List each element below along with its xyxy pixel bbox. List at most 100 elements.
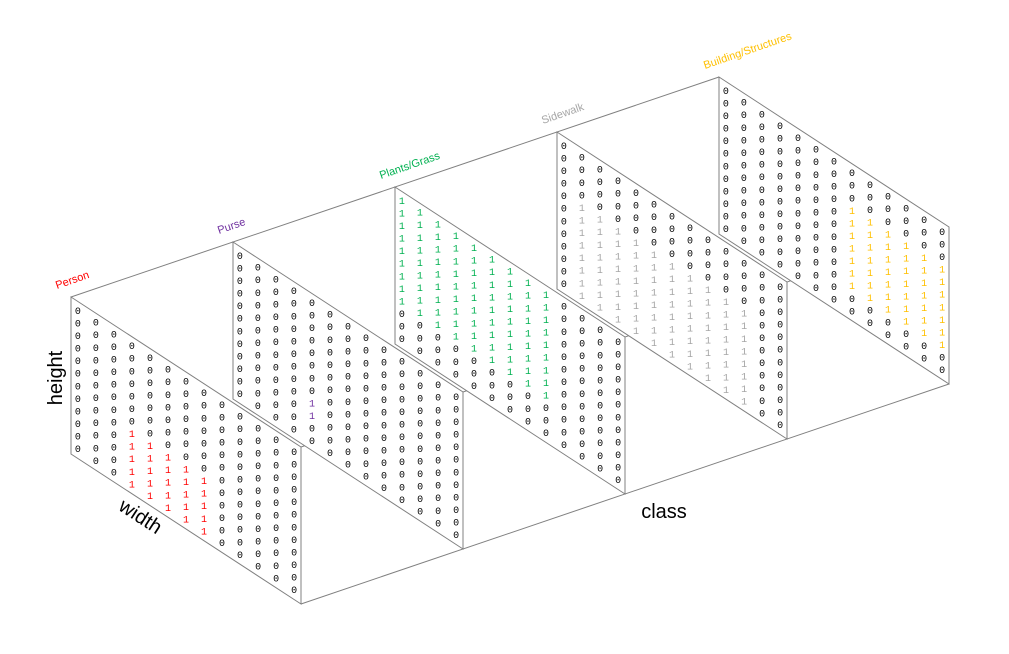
class-panel: 0000000000000000000000000000000000000000… xyxy=(232,241,464,550)
mask-one: 1 xyxy=(147,492,153,503)
mask-zero: 0 xyxy=(741,297,747,308)
mask-zero: 0 xyxy=(813,234,819,245)
mask-one: 1 xyxy=(147,442,153,453)
panel-plane xyxy=(232,241,464,550)
mask-zero: 0 xyxy=(183,377,189,388)
mask-zero: 0 xyxy=(381,384,387,395)
mask-zero: 0 xyxy=(777,346,783,357)
mask-one: 1 xyxy=(417,246,423,257)
mask-zero: 0 xyxy=(435,494,441,505)
mask-zero: 0 xyxy=(453,345,459,356)
mask-one: 1 xyxy=(543,366,549,377)
mask-zero: 0 xyxy=(219,439,225,450)
mask-one: 1 xyxy=(867,281,873,292)
mask-zero: 0 xyxy=(147,429,153,440)
mask-zero: 0 xyxy=(201,402,207,413)
mask-zero: 0 xyxy=(201,439,207,450)
mask-zero: 0 xyxy=(813,158,819,169)
mask-zero: 0 xyxy=(471,357,477,368)
mask-one: 1 xyxy=(525,380,531,391)
mask-one: 1 xyxy=(579,254,585,265)
mask-zero: 0 xyxy=(327,449,333,460)
mask-zero: 0 xyxy=(849,307,855,318)
mask-zero: 0 xyxy=(183,440,189,451)
mask-zero: 0 xyxy=(291,375,297,386)
mask-zero: 0 xyxy=(453,443,459,454)
mask-one: 1 xyxy=(489,344,495,355)
mask-zero: 0 xyxy=(327,436,333,447)
mask-one: 1 xyxy=(615,253,621,264)
mask-zero: 0 xyxy=(345,348,351,359)
mask-one: 1 xyxy=(543,379,549,390)
mask-zero: 0 xyxy=(561,416,567,427)
mask-zero: 0 xyxy=(777,122,783,133)
mask-zero: 0 xyxy=(363,410,369,421)
mask-zero: 0 xyxy=(813,221,819,232)
mask-zero: 0 xyxy=(93,331,99,342)
mask-one: 1 xyxy=(435,258,441,269)
mask-zero: 0 xyxy=(777,172,783,183)
mask-one: 1 xyxy=(669,326,675,337)
mask-one: 1 xyxy=(201,502,207,513)
mask-zero: 0 xyxy=(219,539,225,550)
mask-one: 1 xyxy=(471,257,477,268)
mask-zero: 0 xyxy=(399,433,405,444)
mask-one: 1 xyxy=(525,329,531,340)
mask-one: 1 xyxy=(921,304,927,315)
mask-zero: 0 xyxy=(75,420,81,431)
mask-zero: 0 xyxy=(795,260,801,271)
mask-zero: 0 xyxy=(597,326,603,337)
mask-zero: 0 xyxy=(273,562,279,573)
mask-one: 1 xyxy=(849,257,855,268)
mask-zero: 0 xyxy=(219,501,225,512)
mask-one: 1 xyxy=(921,266,927,277)
mask-zero: 0 xyxy=(237,551,243,562)
mask-zero: 0 xyxy=(255,550,261,561)
mask-one: 1 xyxy=(669,313,675,324)
mask-zero: 0 xyxy=(687,224,693,235)
mask-zero: 0 xyxy=(435,444,441,455)
mask-zero: 0 xyxy=(921,229,927,240)
mask-zero: 0 xyxy=(93,419,99,430)
mask-one: 1 xyxy=(507,355,513,366)
mask-zero: 0 xyxy=(129,405,135,416)
mask-zero: 0 xyxy=(579,327,585,338)
mask-zero: 0 xyxy=(327,348,333,359)
mask-one: 1 xyxy=(183,516,189,527)
mask-zero: 0 xyxy=(183,453,189,464)
mask-zero: 0 xyxy=(759,284,765,295)
mask-zero: 0 xyxy=(795,272,801,283)
mask-one: 1 xyxy=(147,480,153,491)
mask-one: 1 xyxy=(651,339,657,350)
mask-one: 1 xyxy=(507,368,513,379)
mask-one: 1 xyxy=(651,264,657,275)
mask-zero: 0 xyxy=(309,337,315,348)
mask-zero: 0 xyxy=(543,417,549,428)
mask-zero: 0 xyxy=(831,245,837,256)
mask-one: 1 xyxy=(453,295,459,306)
mask-one: 1 xyxy=(705,286,711,297)
mask-zero: 0 xyxy=(795,147,801,158)
mask-one: 1 xyxy=(471,269,477,280)
mask-one: 1 xyxy=(435,308,441,319)
mask-one: 1 xyxy=(885,256,891,267)
mask-zero: 0 xyxy=(273,537,279,548)
mask-one: 1 xyxy=(201,527,207,538)
mask-zero: 0 xyxy=(561,180,567,191)
mask-one: 1 xyxy=(435,220,441,231)
mask-one: 1 xyxy=(453,320,459,331)
mask-zero: 0 xyxy=(75,382,81,393)
mask-zero: 0 xyxy=(813,246,819,257)
mask-zero: 0 xyxy=(75,332,81,343)
mask-zero: 0 xyxy=(273,338,279,349)
mask-one: 1 xyxy=(579,279,585,290)
mask-zero: 0 xyxy=(237,538,243,549)
mask-one: 1 xyxy=(615,240,621,251)
mask-zero: 0 xyxy=(417,395,423,406)
mask-zero: 0 xyxy=(237,438,243,449)
mask-one: 1 xyxy=(885,293,891,304)
mask-zero: 0 xyxy=(597,339,603,350)
mask-zero: 0 xyxy=(777,383,783,394)
mask-zero: 0 xyxy=(759,211,765,222)
mask-zero: 0 xyxy=(597,402,603,413)
